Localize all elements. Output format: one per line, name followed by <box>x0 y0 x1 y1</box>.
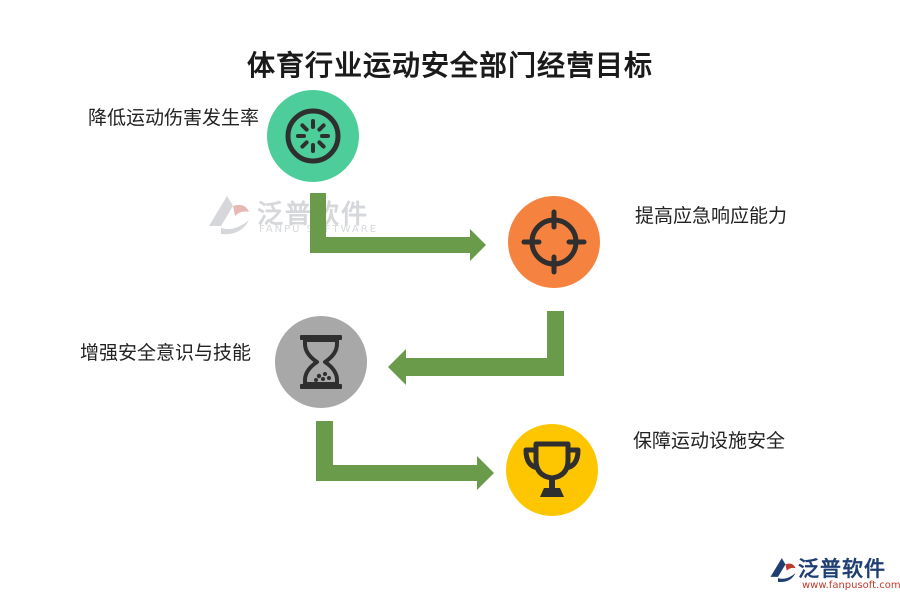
brand-logo-icon <box>770 558 796 583</box>
step-3-label: 增强安全意识与技能 <box>80 342 252 364</box>
diagram-title: 体育行业运动安全部门经营目标 <box>246 49 653 82</box>
step-4-circle <box>506 424 598 516</box>
kiwi-slice-icon <box>267 90 359 182</box>
step-2-label: 提高应急响应能力 <box>635 205 788 227</box>
arrow-3 <box>316 421 494 490</box>
arrow-1 <box>310 193 486 261</box>
step-1-label: 降低运动伤害发生率 <box>88 107 260 129</box>
watermark-logo-icon <box>209 196 249 235</box>
step-4-label: 保障运动设施安全 <box>633 430 786 452</box>
step-2-circle <box>508 196 600 288</box>
step-1-circle <box>267 90 359 182</box>
trophy-icon <box>506 424 598 516</box>
step-3-circle <box>275 316 367 408</box>
brand-name: 泛普软件 <box>798 557 886 581</box>
brand-url: www.fanpusoft.com <box>802 580 900 591</box>
arrow-2 <box>388 311 564 385</box>
crosshair-icon <box>508 196 600 288</box>
hourglass-icon <box>275 316 367 408</box>
